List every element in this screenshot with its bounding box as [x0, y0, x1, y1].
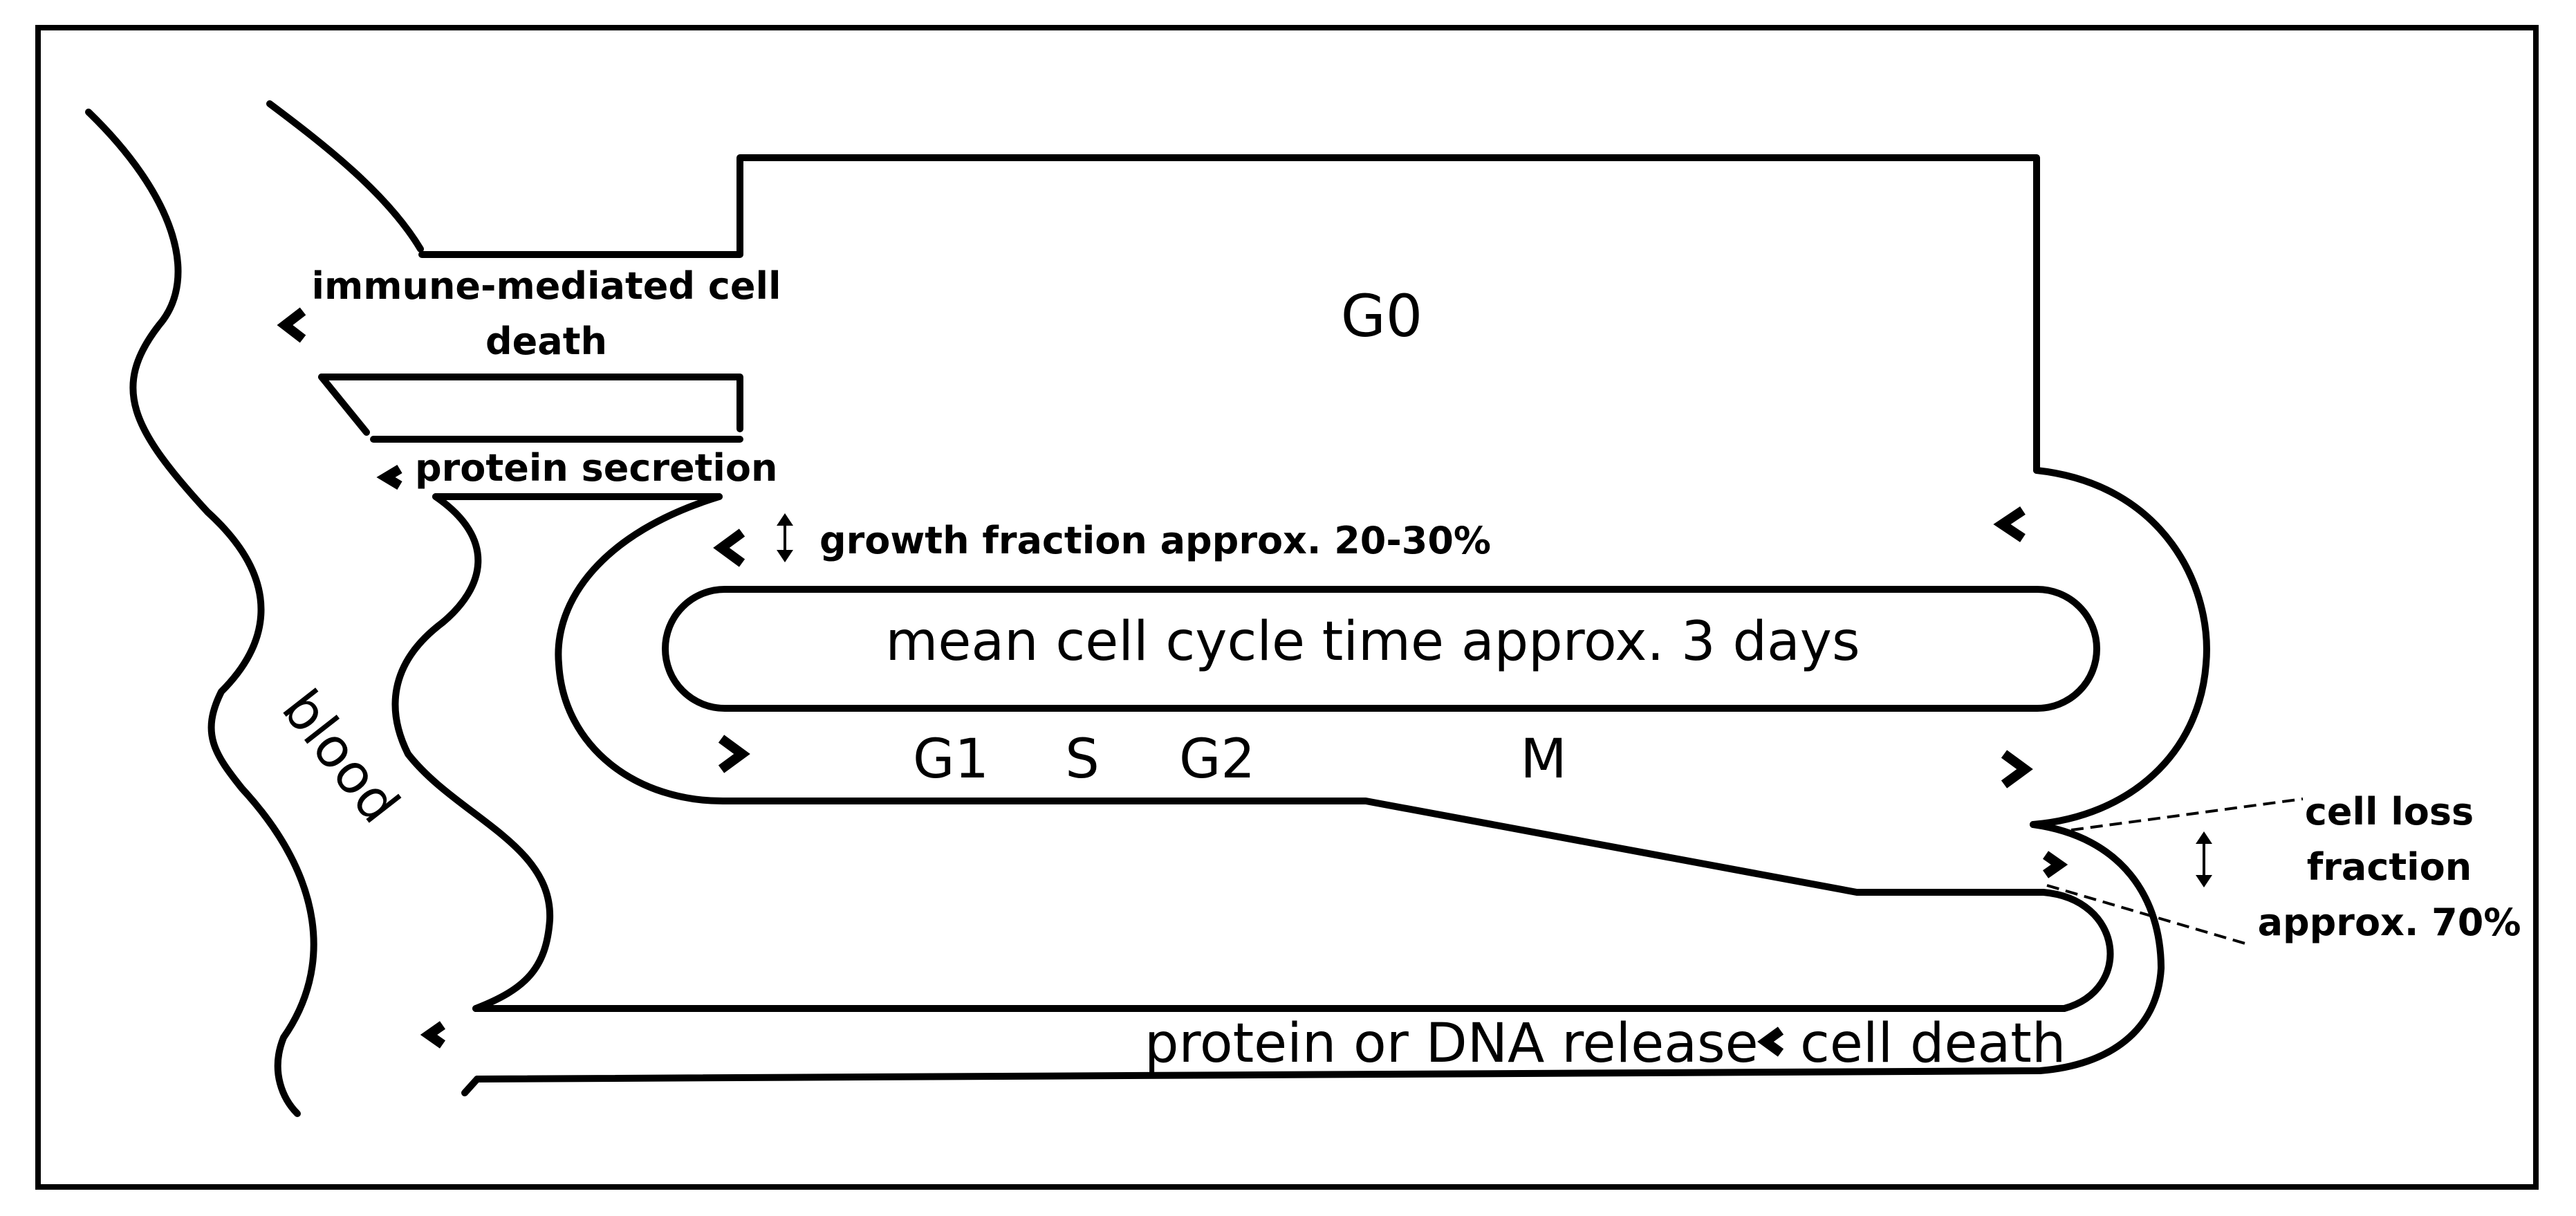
cell-loss-outer-loop [474, 821, 2165, 1083]
chevron-left-icon [376, 464, 402, 490]
blood-vessel-left-wall [85, 109, 317, 1117]
protein-dna-release-label: protein or DNA release [1145, 1013, 1759, 1075]
blood-vessel-right-wall [266, 100, 424, 252]
chevron-left-icon [277, 307, 306, 343]
cell-loss-dashed-upper [2070, 798, 2304, 831]
immune-death-channel-bottom [318, 374, 743, 432]
cell-cycle-outer-loop [472, 493, 2114, 1012]
chevron-right-icon [2042, 851, 2068, 878]
blood-vessel-right-wall-lower [391, 493, 554, 1012]
cell-loss-label-line1: cell loss [2305, 790, 2474, 833]
immune-death-channel-end [318, 374, 370, 436]
protein-secretion-label: protein secretion [415, 446, 777, 490]
phase-g2-label: G2 [1179, 728, 1255, 791]
cell-loss-label-line3: approx. 70% [2258, 901, 2521, 944]
phase-s-label: S [1065, 728, 1100, 791]
cell-loss-dashed-lower [2046, 884, 2248, 946]
diagram-frame [35, 25, 2539, 1190]
chevron-right-icon [718, 735, 750, 773]
chevron-left-icon [1993, 506, 2026, 542]
chevron-left-icon [420, 1021, 446, 1049]
growth-fraction-label: growth fraction approx. 20-30% [819, 519, 1491, 562]
cell-loss-loop-tail [461, 1076, 481, 1096]
cell-loss-double-arrow-icon [2196, 831, 2212, 887]
phase-m-label: M [1520, 728, 1566, 791]
phase-g1-label: G1 [913, 728, 989, 791]
cell-loss-label-line2: fraction [2307, 845, 2472, 889]
immune-death-channel-top [418, 154, 2040, 474]
g0-label: G0 [1341, 282, 1423, 350]
immune-death-label-line1: immune-mediated cell [311, 264, 781, 308]
chevron-left-icon [1757, 1026, 1784, 1057]
immune-death-label-line2: death [485, 320, 607, 363]
cell-cycle-inner-bar [662, 586, 2100, 712]
cell-cycle-outer-right [2030, 467, 2210, 828]
cell-death-label: cell death [1800, 1013, 2066, 1075]
chevron-right-icon [2001, 750, 2033, 789]
blood-label: blood [270, 679, 411, 835]
chevron-left-icon [713, 528, 745, 567]
cycle-time-label: mean cell cycle time approx. 3 days [885, 611, 1860, 673]
growth-fraction-double-arrow-icon [777, 513, 793, 562]
